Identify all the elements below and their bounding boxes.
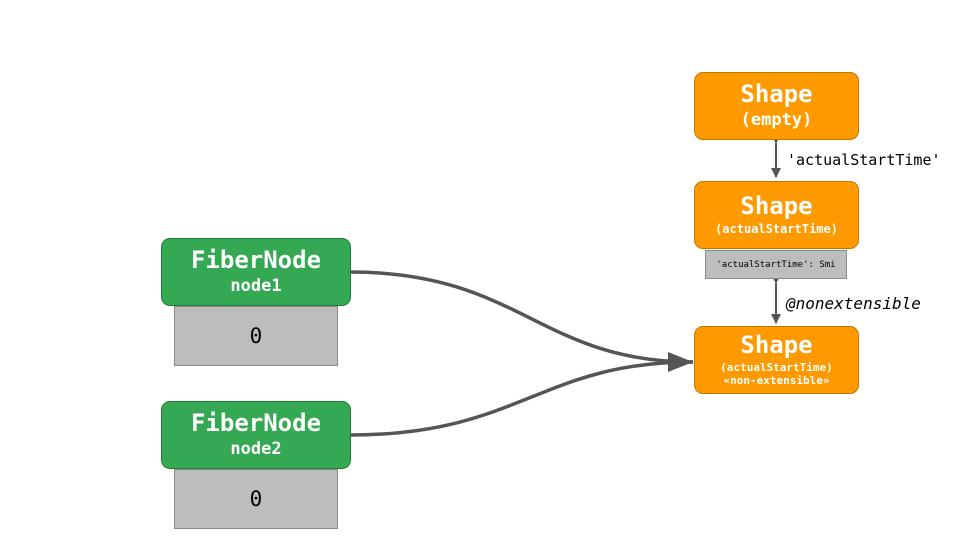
shape-final-sub2: «non-extensible» [723, 374, 830, 388]
fibernode-node1-name: node1 [230, 276, 282, 297]
edge-node1-to-shape [349, 270, 694, 364]
shape-final: Shape (actualStartTime) «non-extensible» [694, 326, 859, 394]
fibernode-node1-value-field: 0 [174, 306, 338, 366]
shape-final-title: Shape [740, 331, 813, 360]
shape-mid-sub: (actualStartTime) [715, 221, 838, 236]
transition-label: 'actualStartTime' [787, 151, 941, 169]
edge-node2-to-shape [349, 360, 694, 437]
fibernode-node2-name: node2 [230, 439, 282, 460]
fibernode-node2-value-field: 0 [174, 469, 338, 529]
fibernode-node1-title: FiberNode [190, 246, 322, 275]
fibernode-node2: FiberNode node2 [161, 401, 351, 469]
edge-merge-arrowhead [668, 352, 693, 372]
shape-empty-title: Shape [740, 80, 813, 109]
shape-mid-property-field: 'actualStartTime': Smi [705, 250, 847, 279]
shape-final-sub: (actualStartTime) [720, 360, 833, 374]
shape-empty: Shape (empty) [694, 72, 859, 140]
shape-empty-sub: (empty) [740, 110, 813, 131]
fibernode-node1: FiberNode node1 [161, 238, 351, 306]
shape-mid: Shape (actualStartTime) [694, 181, 859, 249]
shape-mid-title: Shape [740, 192, 813, 221]
fibernode-node2-title: FiberNode [190, 409, 322, 438]
nonextensible-label: @nonextensible [786, 294, 921, 313]
